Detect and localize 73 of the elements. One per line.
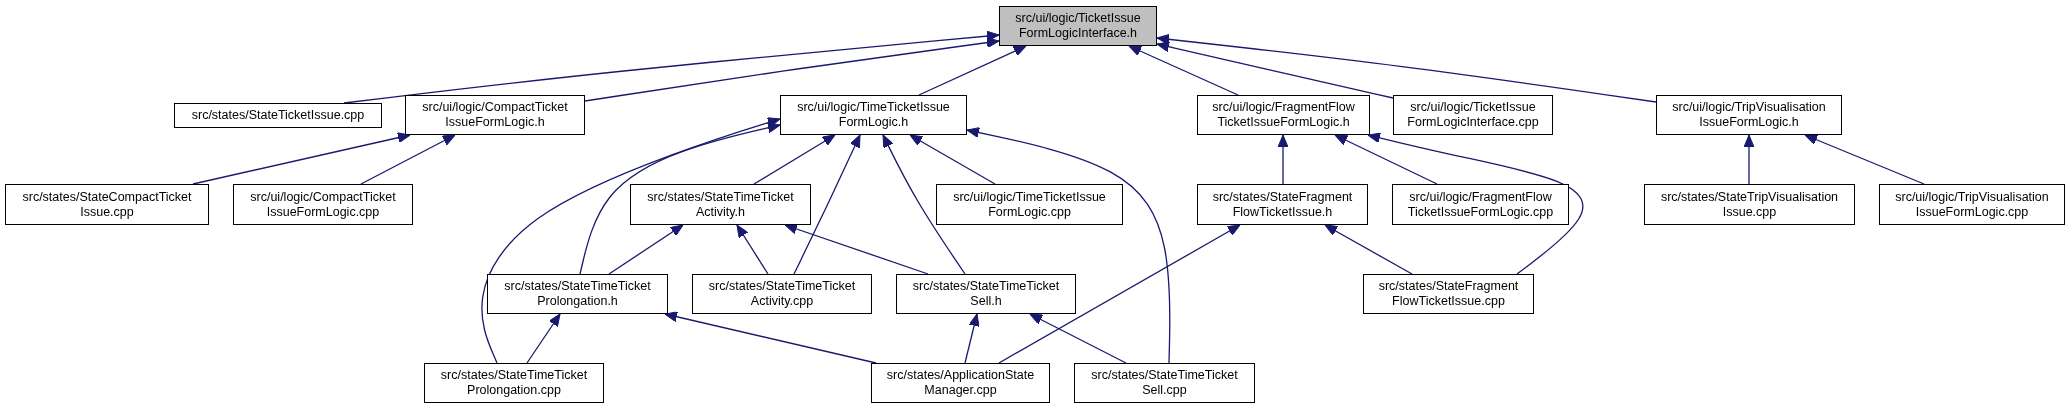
file-box [487, 274, 668, 314]
file-name: src/states/StateFragment FlowTicketIssue.h [1211, 189, 1354, 220]
file-name: src/states/StateTripVisualisation Issue.cpp [1659, 189, 1840, 220]
arrow [526, 313, 561, 364]
file-box [871, 363, 1050, 403]
file-name: src/ui/logic/TimeTicketIssue FormLogic.cpp [952, 189, 1107, 220]
file-name: src/states/StateCompactTicket Issue.cpp [21, 189, 193, 220]
arrow [1334, 134, 1438, 185]
file-box [1197, 95, 1370, 135]
file-name: src/states/StateTimeTicket Sell.cpp [1090, 368, 1239, 398]
file-box [896, 274, 1076, 314]
arrow [608, 224, 684, 275]
file-box [780, 95, 967, 135]
arrow [736, 224, 769, 275]
file-name: src/ui/logic/TicketIssue FormLogicInterface.cpp [1406, 100, 1540, 130]
file-name: src/ui/logic/TripVisualisation IssueFormLogic.h [1671, 100, 1827, 130]
arrow [1156, 33, 1657, 103]
arrow [918, 45, 1027, 96]
arrow [1367, 132, 1584, 275]
arrow [1128, 45, 1239, 96]
file-box [424, 363, 604, 403]
file-box [1363, 274, 1534, 314]
file-name: src/ui/logic/FragmentFlow TicketIssueFormLogic.h [1211, 100, 1356, 130]
arrow [360, 134, 456, 185]
arrow [964, 313, 980, 364]
file-name: src/states/ApplicationState Manager.cpp [885, 368, 1036, 398]
file-name: src/states/StateTimeTicket Activity.h [646, 189, 795, 220]
file-box [1656, 95, 1842, 135]
arrow [343, 30, 1000, 104]
file-box [1879, 184, 2065, 225]
arrow [753, 134, 836, 185]
file-box [1644, 184, 1855, 225]
arrow [882, 134, 966, 275]
file-box [233, 184, 413, 225]
file-box [999, 6, 1157, 46]
file-box [1074, 363, 1255, 403]
arrow [998, 224, 1241, 364]
arrow [1277, 134, 1289, 185]
file-name: src/states/StateTimeTicket Activity.cpp [707, 279, 857, 309]
file-name: src/ui/logic/TimeTicketIssue FormLogic.h [796, 100, 951, 130]
arrow [1156, 41, 1394, 99]
file-name: src/ui/logic/TicketIssue FormLogicInterface.h [1014, 11, 1142, 41]
file-name: src/ui/logic/FragmentFlow TicketIssueFormLogic.cpp [1406, 189, 1555, 220]
file-box [5, 184, 209, 225]
file-name: src/states/StateTicketIssue.cpp [190, 108, 366, 123]
file-name: src/states/StateTimeTicket Prolongation.cpp [439, 368, 589, 398]
file-name: src/states/StateTimeTicket Prolongation.h [503, 279, 652, 309]
file-box [692, 274, 872, 314]
file-name: src/ui/logic/TripVisualisation IssueFormLogic.cpp [1894, 189, 2050, 220]
arrow [579, 122, 781, 275]
arrow [1804, 134, 1925, 185]
arrow [793, 134, 861, 275]
file-box [405, 95, 585, 135]
file-box [630, 184, 811, 225]
file-name: src/states/StateTimeTicket Sell.h [911, 279, 1061, 309]
arrow [909, 134, 996, 185]
arrow [966, 127, 1171, 364]
arrow [1029, 313, 1127, 364]
arrow [784, 223, 929, 275]
file-box [1392, 184, 1569, 225]
arrow [584, 37, 1000, 102]
arrow [481, 117, 781, 364]
arrow [1743, 134, 1755, 185]
file-name: src/states/StateFragment FlowTicketIssue.cpp [1377, 279, 1520, 309]
file-box [936, 184, 1123, 225]
arrow [664, 311, 877, 364]
arrow [1324, 224, 1413, 275]
file-name: src/ui/logic/CompactTicket IssueFormLogic.cpp [249, 189, 397, 220]
file-box [174, 103, 382, 128]
file-name: src/ui/logic/CompactTicket IssueFormLogic.h [421, 100, 569, 130]
arrow [192, 132, 411, 185]
file-box [1393, 95, 1553, 135]
file-box [1197, 184, 1368, 225]
